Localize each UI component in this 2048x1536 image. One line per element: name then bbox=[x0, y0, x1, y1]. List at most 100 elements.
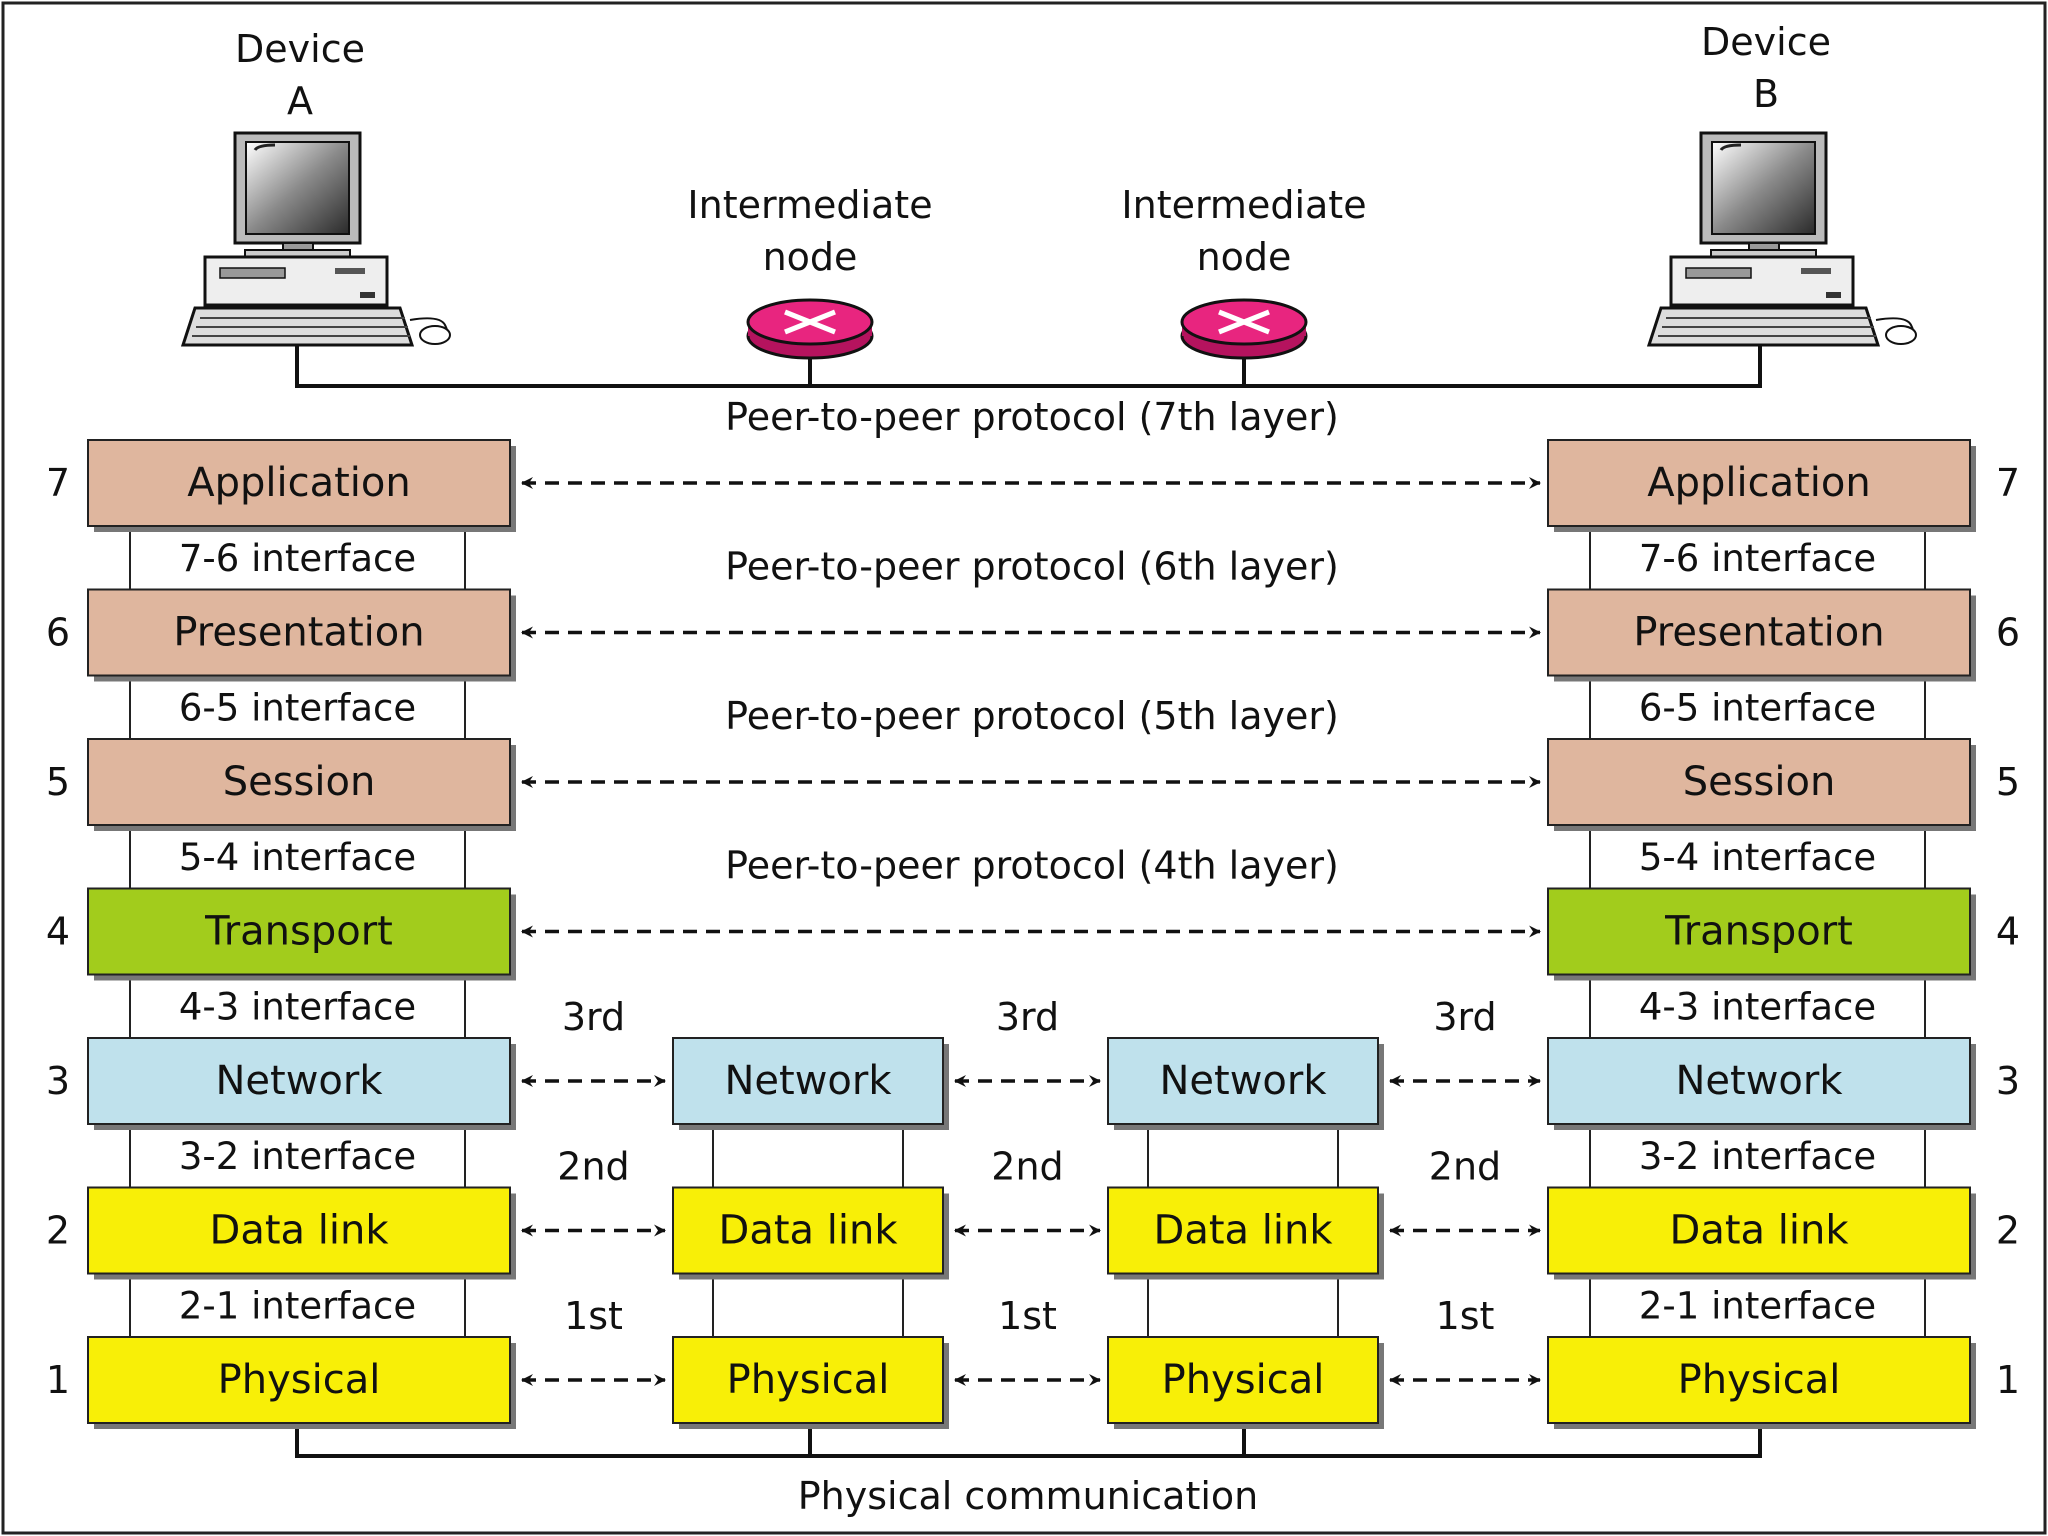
interface-label-left: 6-5 interface bbox=[179, 686, 416, 729]
layer-label-right-network: Network bbox=[1675, 1058, 1843, 1104]
interface-label-left: 5-4 interface bbox=[179, 836, 416, 879]
layer-number-right: 7 bbox=[1996, 461, 2020, 505]
interface-label-left: 3-2 interface bbox=[179, 1135, 416, 1178]
layer-label-left-data-link: Data link bbox=[210, 1208, 390, 1254]
layer-number-right: 2 bbox=[1996, 1209, 2020, 1253]
physical-communication-line bbox=[295, 1425, 1762, 1458]
layer-number-left: 1 bbox=[46, 1358, 70, 1402]
hop-label: 1st bbox=[998, 1294, 1057, 1338]
layer-label-right-presentation: Presentation bbox=[1633, 610, 1884, 656]
interface-label-right: 3-2 interface bbox=[1639, 1135, 1876, 1178]
hop-label: 2nd bbox=[991, 1145, 1063, 1189]
interface-label-left: 4-3 interface bbox=[179, 985, 416, 1028]
layer-label-right-data-link: Data link bbox=[1670, 1208, 1850, 1254]
device-b-label-line1: Device bbox=[1701, 20, 1831, 64]
computer-b-icon bbox=[1647, 131, 1918, 347]
layer-label-left-session: Session bbox=[223, 759, 376, 805]
layer-label-left-network: Network bbox=[215, 1058, 383, 1104]
node1-label-line1: Intermediate bbox=[687, 183, 932, 227]
layer-label-left-transport: Transport bbox=[204, 909, 393, 955]
peer-protocol-label: Peer-to-peer protocol (5th layer) bbox=[725, 694, 1339, 738]
interface-label-left: 7-6 interface bbox=[179, 537, 416, 580]
layer-box-right-session bbox=[1547, 738, 1971, 826]
computer-a-icon bbox=[180, 131, 451, 347]
peer-protocol-label: Peer-to-peer protocol (4th layer) bbox=[725, 844, 1339, 888]
layer-number-right: 5 bbox=[1996, 760, 2020, 804]
layer-box-right-network bbox=[1547, 1037, 1971, 1125]
peer-protocol-label: Peer-to-peer protocol (6th layer) bbox=[725, 545, 1339, 589]
network-link-line bbox=[295, 345, 1762, 388]
layer-number-right: 1 bbox=[1996, 1358, 2020, 1402]
device-a-label-line2: A bbox=[287, 79, 313, 123]
interface-strip-left bbox=[129, 1123, 466, 1189]
node1-layer-box-network bbox=[672, 1037, 944, 1125]
layer-number-left: 5 bbox=[46, 760, 70, 804]
node2-label-line2: node bbox=[1197, 235, 1292, 279]
interface-label-left: 2-1 interface bbox=[179, 1284, 416, 1327]
layer-box-left-network bbox=[87, 1037, 511, 1125]
layer-label-right-application: Application bbox=[1647, 460, 1871, 506]
layer-label-left-application: Application bbox=[187, 460, 411, 506]
hop-label: 3rd bbox=[1433, 995, 1496, 1039]
node2-layer-label-physical: Physical bbox=[1162, 1357, 1325, 1403]
peer-protocol-label: Peer-to-peer protocol (7th layer) bbox=[725, 395, 1339, 439]
layer-label-right-physical: Physical bbox=[1678, 1357, 1841, 1403]
router-icon bbox=[1180, 298, 1308, 360]
layer-label-left-physical: Physical bbox=[218, 1357, 381, 1403]
interface-strip-left bbox=[129, 824, 466, 890]
layer-box-left-presentation bbox=[87, 588, 511, 677]
node2-label-line1: Intermediate bbox=[1121, 183, 1366, 227]
layer-number-left: 3 bbox=[46, 1059, 70, 1103]
layer-box-left-data-link bbox=[87, 1186, 511, 1275]
node2-layer-label-data-link: Data link bbox=[1154, 1208, 1334, 1254]
device-a-label-line1: Device bbox=[235, 27, 365, 71]
layer-box-right-physical bbox=[1547, 1336, 1971, 1424]
layer-box-left-application bbox=[87, 439, 511, 527]
layer-label-right-session: Session bbox=[1683, 759, 1836, 805]
node2-layer-box-data-link bbox=[1107, 1186, 1379, 1275]
node2-layer-box-network bbox=[1107, 1037, 1379, 1125]
node1-label-line2: node bbox=[763, 235, 858, 279]
layer-number-right: 3 bbox=[1996, 1059, 2020, 1103]
interface-label-right: 6-5 interface bbox=[1639, 686, 1876, 729]
interface-label-right: 7-6 interface bbox=[1639, 537, 1876, 580]
layer-box-right-application bbox=[1547, 439, 1971, 527]
interface-strip-left bbox=[129, 1272, 466, 1338]
layer-box-right-data-link bbox=[1547, 1186, 1971, 1275]
layer-number-left: 6 bbox=[46, 611, 70, 655]
hop-label: 1st bbox=[1436, 1294, 1495, 1338]
node2-layer-box-physical bbox=[1107, 1336, 1379, 1424]
node2-layer-label-network: Network bbox=[1159, 1058, 1327, 1104]
layer-box-left-physical bbox=[87, 1336, 511, 1424]
device-b-label-line2: B bbox=[1753, 72, 1779, 116]
node1-layer-box-physical bbox=[672, 1336, 944, 1424]
layer-number-left: 4 bbox=[46, 910, 70, 954]
hop-label: 3rd bbox=[562, 995, 625, 1039]
hop-label: 1st bbox=[564, 1294, 623, 1338]
layer-number-left: 7 bbox=[46, 461, 70, 505]
layer-number-left: 2 bbox=[46, 1209, 70, 1253]
hop-label: 2nd bbox=[1429, 1145, 1501, 1189]
node1-layer-box-data-link bbox=[672, 1186, 944, 1275]
layer-number-right: 6 bbox=[1996, 611, 2020, 655]
layer-box-right-transport bbox=[1547, 887, 1971, 976]
interface-label-right: 4-3 interface bbox=[1639, 985, 1876, 1028]
hop-label: 2nd bbox=[557, 1145, 629, 1189]
layer-box-right-presentation bbox=[1547, 588, 1971, 677]
layer-number-right: 4 bbox=[1996, 910, 2020, 954]
layer-box-left-transport bbox=[87, 887, 511, 976]
interface-strip-right bbox=[1589, 824, 1926, 890]
node1-layer-label-physical: Physical bbox=[727, 1357, 890, 1403]
interface-strip-right bbox=[1589, 674, 1926, 740]
physical-communication-label: Physical communication bbox=[798, 1474, 1259, 1518]
router-icon bbox=[746, 298, 874, 360]
node1-layer-label-network: Network bbox=[724, 1058, 892, 1104]
layer-label-left-presentation: Presentation bbox=[173, 610, 424, 656]
layer-label-right-transport: Transport bbox=[1664, 909, 1853, 955]
layer-box-left-session bbox=[87, 738, 511, 826]
node1-layer-label-data-link: Data link bbox=[719, 1208, 899, 1254]
hop-label: 3rd bbox=[996, 995, 1059, 1039]
interface-strip-left bbox=[129, 525, 466, 591]
